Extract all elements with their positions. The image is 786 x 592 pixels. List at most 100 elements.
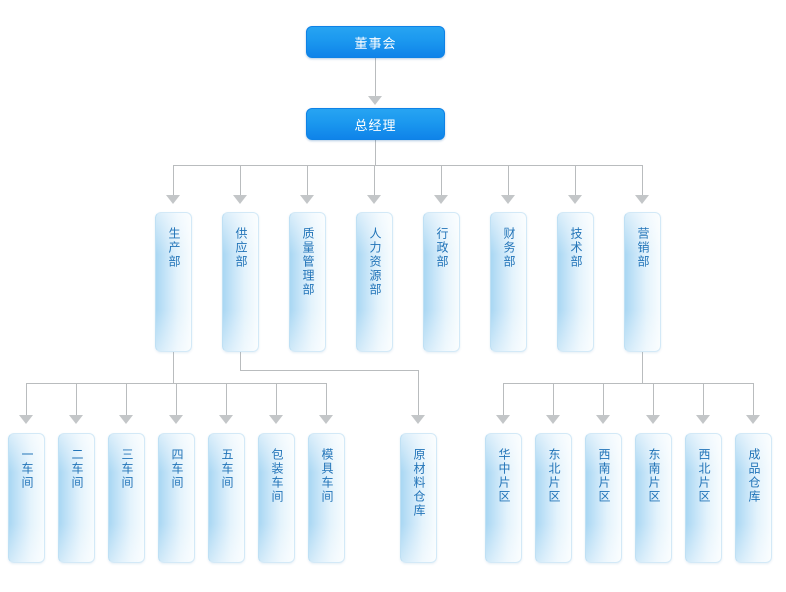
node-general-manager[interactable]: 总经理 <box>306 108 445 140</box>
connector-gm-drop <box>375 140 376 165</box>
node-dept-marketing[interactable]: 营销部 <box>624 212 661 352</box>
node-dept-technology[interactable]: 技术部 <box>557 212 594 352</box>
arrow-workshop-1 <box>19 415 33 424</box>
node-workshop-3-label: 三车间 <box>120 448 134 490</box>
node-dept-production-label: 生产部 <box>167 227 181 269</box>
arrow-gm <box>368 96 382 105</box>
node-dept-hr-label: 人力资源部 <box>368 227 382 297</box>
connector-dept-8 <box>642 165 643 195</box>
arrow-region-2 <box>546 415 560 424</box>
arrow-workshop-2 <box>69 415 83 424</box>
connector-raw-warehouse-drop <box>418 370 419 415</box>
node-region-southwest-label: 西南片区 <box>597 448 611 504</box>
node-region-southeast-label: 东南片区 <box>647 448 661 504</box>
node-dept-production[interactable]: 生产部 <box>155 212 192 352</box>
connector-production-drop <box>173 352 174 383</box>
arrow-dept-7 <box>568 195 582 204</box>
node-warehouse-raw[interactable]: 原材料仓库 <box>400 433 437 563</box>
connector-supply-elbow <box>240 370 418 371</box>
connector-region-1 <box>503 383 504 415</box>
node-workshop-pack-label: 包装车间 <box>270 448 284 504</box>
connector-department-bus <box>173 165 643 166</box>
node-dept-finance-label: 财务部 <box>502 227 516 269</box>
arrow-region-5 <box>696 415 710 424</box>
node-board-label: 董事会 <box>354 35 397 51</box>
arrow-dept-8 <box>635 195 649 204</box>
connector-workshop-7 <box>326 383 327 415</box>
node-dept-technology-label: 技术部 <box>569 227 583 269</box>
node-warehouse-finished[interactable]: 成品仓库 <box>735 433 772 563</box>
connector-marketing-drop <box>642 352 643 383</box>
node-workshop-4[interactable]: 四车间 <box>158 433 195 563</box>
node-region-central-label: 华中片区 <box>497 448 511 504</box>
connector-region-5 <box>703 383 704 415</box>
node-workshop-mold[interactable]: 模具车间 <box>308 433 345 563</box>
arrow-region-1 <box>496 415 510 424</box>
connector-region-bus <box>503 383 753 384</box>
connector-region-4 <box>653 383 654 415</box>
arrow-workshop-6 <box>269 415 283 424</box>
node-warehouse-finished-label: 成品仓库 <box>747 448 761 504</box>
node-board[interactable]: 董事会 <box>306 26 445 58</box>
node-workshop-5[interactable]: 五车间 <box>208 433 245 563</box>
connector-region-3 <box>603 383 604 415</box>
node-dept-quality-label: 质量管理部 <box>301 227 315 297</box>
node-dept-admin[interactable]: 行政部 <box>423 212 460 352</box>
arrow-workshop-7 <box>319 415 333 424</box>
connector-supply-drop <box>240 352 241 370</box>
arrow-dept-4 <box>367 195 381 204</box>
arrow-region-6 <box>746 415 760 424</box>
connector-workshop-3 <box>126 383 127 415</box>
arrow-workshop-4 <box>169 415 183 424</box>
arrow-dept-2 <box>233 195 247 204</box>
node-dept-supply-label: 供应部 <box>234 227 248 269</box>
connector-dept-6 <box>508 165 509 195</box>
connector-workshop-5 <box>226 383 227 415</box>
node-region-southwest[interactable]: 西南片区 <box>585 433 622 563</box>
arrow-region-4 <box>646 415 660 424</box>
connector-workshop-4 <box>176 383 177 415</box>
node-workshop-4-label: 四车间 <box>170 448 184 490</box>
connector-dept-4 <box>374 165 375 195</box>
node-workshop-5-label: 五车间 <box>220 448 234 490</box>
node-region-northeast[interactable]: 东北片区 <box>535 433 572 563</box>
connector-dept-7 <box>575 165 576 195</box>
node-dept-admin-label: 行政部 <box>435 227 449 269</box>
node-workshop-2[interactable]: 二车间 <box>58 433 95 563</box>
arrow-raw-warehouse <box>411 415 425 424</box>
arrow-dept-3 <box>300 195 314 204</box>
arrow-dept-6 <box>501 195 515 204</box>
node-workshop-mold-label: 模具车间 <box>320 448 334 504</box>
node-workshop-pack[interactable]: 包装车间 <box>258 433 295 563</box>
connector-board-to-gm <box>375 58 376 96</box>
node-dept-hr[interactable]: 人力资源部 <box>356 212 393 352</box>
connector-region-2 <box>553 383 554 415</box>
node-workshop-3[interactable]: 三车间 <box>108 433 145 563</box>
node-workshop-1[interactable]: 一车间 <box>8 433 45 563</box>
connector-workshop-1 <box>26 383 27 415</box>
connector-dept-2 <box>240 165 241 195</box>
connector-workshop-2 <box>76 383 77 415</box>
connector-dept-1 <box>173 165 174 195</box>
arrow-workshop-5 <box>219 415 233 424</box>
arrow-workshop-3 <box>119 415 133 424</box>
node-dept-finance[interactable]: 财务部 <box>490 212 527 352</box>
node-general-manager-label: 总经理 <box>354 117 397 133</box>
node-workshop-2-label: 二车间 <box>70 448 84 490</box>
node-dept-supply[interactable]: 供应部 <box>222 212 259 352</box>
connector-dept-3 <box>307 165 308 195</box>
connector-region-6 <box>753 383 754 415</box>
arrow-dept-1 <box>166 195 180 204</box>
node-region-northwest[interactable]: 西北片区 <box>685 433 722 563</box>
connector-dept-5 <box>441 165 442 195</box>
node-region-northwest-label: 西北片区 <box>697 448 711 504</box>
node-region-southeast[interactable]: 东南片区 <box>635 433 672 563</box>
connector-workshop-6 <box>276 383 277 415</box>
node-dept-marketing-label: 营销部 <box>636 227 650 269</box>
node-dept-quality[interactable]: 质量管理部 <box>289 212 326 352</box>
arrow-region-3 <box>596 415 610 424</box>
node-region-northeast-label: 东北片区 <box>547 448 561 504</box>
node-warehouse-raw-label: 原材料仓库 <box>412 448 426 518</box>
node-region-central[interactable]: 华中片区 <box>485 433 522 563</box>
